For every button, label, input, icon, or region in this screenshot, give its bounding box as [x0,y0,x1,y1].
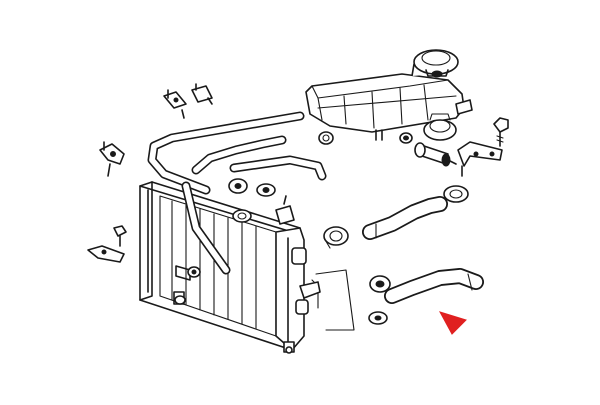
bypass-pipe [147,111,305,195]
tank-bracket [457,141,503,177]
small-hose-1 [191,135,287,175]
hose-clamp-5 [443,185,469,203]
hose-clamp-7 [368,311,388,325]
bracket-top-left-2 [191,83,213,105]
callout-arrow [438,311,467,335]
hose-clamp-3 [232,209,252,223]
hose-clamp-tank-1 [318,131,334,145]
vertical-pipe [181,181,231,275]
bracket-top-left-1 [163,89,187,119]
radiator-top-mount [275,195,295,225]
hose-clamp-1 [228,178,248,194]
hose-clamp-6 [369,275,391,293]
hose-clamp-4 [323,226,349,249]
small-hose-2 [229,155,327,181]
leader-lines [311,269,355,331]
valve-assembly [414,142,457,167]
bracket-left-mid [99,141,125,177]
bolt-left [113,225,127,247]
lower-radiator-hose [384,268,484,304]
radiator [139,181,309,354]
bracket-left-low [87,245,125,263]
hose-clamp-tank-2 [399,132,413,144]
radiator-mount-bolt-1 [187,266,201,278]
radiator-mount-bolt-2 [174,295,186,305]
radiator-outlet-fitting [299,281,321,299]
upper-radiator-hose [362,196,448,240]
filler-fitting [423,113,457,141]
hose-clamp-2 [256,183,276,197]
radiator-cap [413,49,459,78]
bolt-top-right [493,117,509,147]
